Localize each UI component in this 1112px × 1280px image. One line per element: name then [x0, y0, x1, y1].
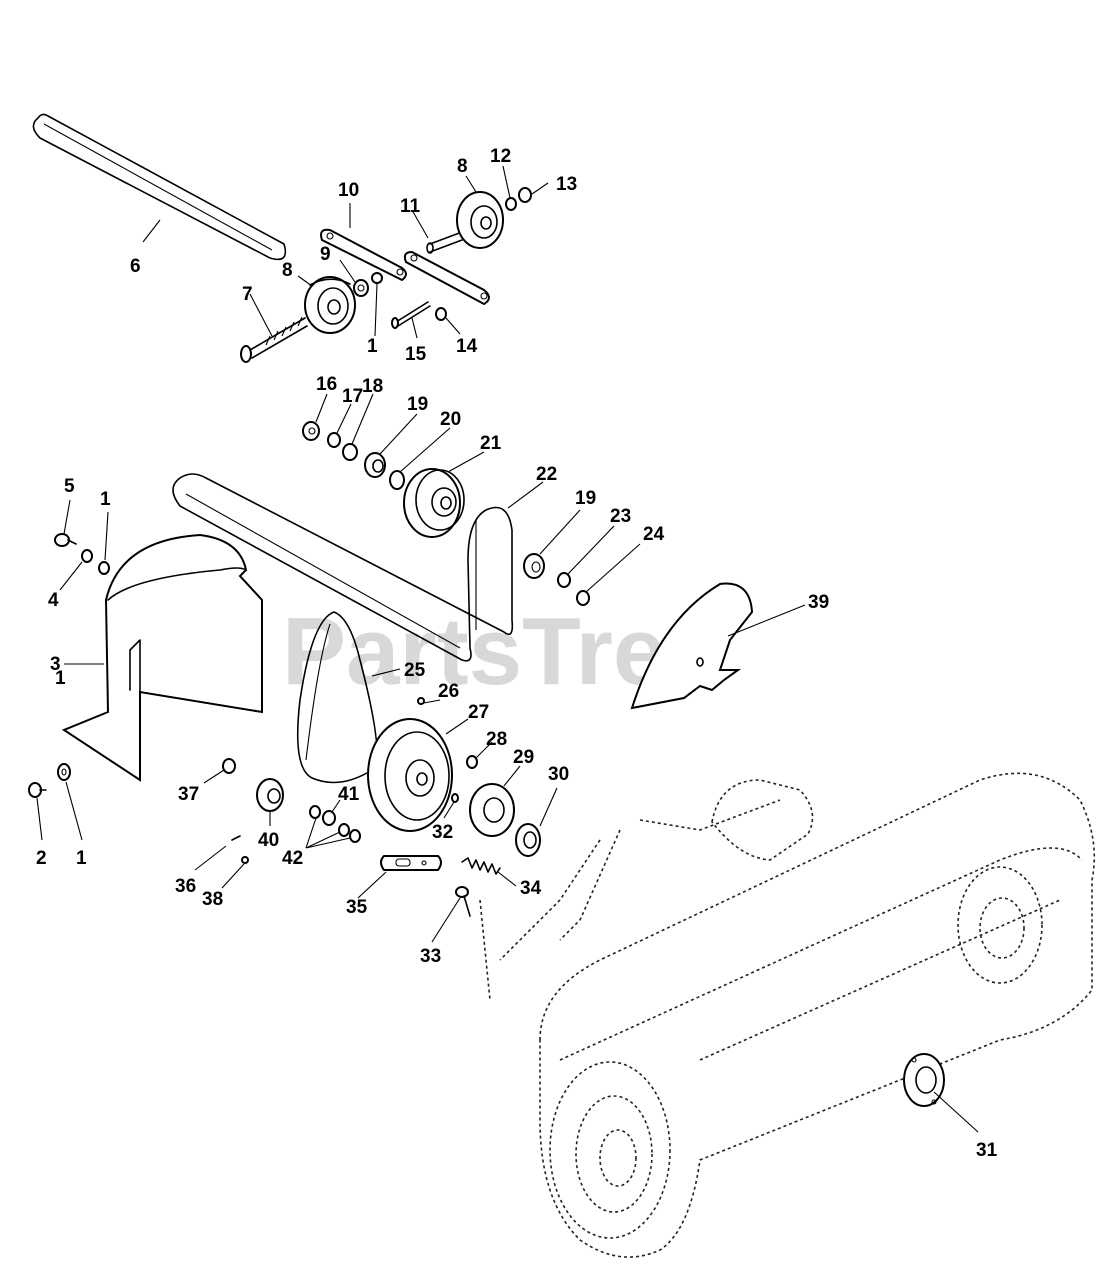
callout-39: 39 [808, 592, 829, 613]
belt-guard-3 [61, 533, 263, 782]
callout-23: 23 [610, 506, 631, 527]
bearing-flange-31 [903, 1053, 945, 1107]
callout-17: 17 [342, 386, 363, 407]
bearing-30 [515, 823, 541, 857]
fastener-41 [322, 810, 336, 826]
callout-2: 2 [36, 848, 47, 869]
callout-1b: 1 [367, 336, 378, 357]
washer-9 [353, 279, 369, 297]
pulley-27 [367, 718, 453, 832]
pulley-40 [256, 778, 284, 812]
washer-1-left [98, 561, 110, 575]
callout-8-right: 8 [457, 156, 468, 177]
callout-1d: 1 [76, 848, 87, 869]
auger-housing [479, 772, 1096, 1258]
callout-19-top: 19 [407, 394, 428, 415]
callout-18: 18 [362, 376, 383, 397]
ring-17 [327, 432, 341, 448]
screw-5 [54, 533, 77, 547]
callout-32: 32 [432, 822, 453, 843]
belt-25 [296, 611, 378, 784]
callout-28: 28 [486, 729, 507, 750]
washer-4 [81, 549, 93, 563]
washer-16 [302, 421, 320, 441]
flange-29 [469, 783, 515, 837]
washer-18 [342, 443, 358, 461]
callout-8-left: 8 [282, 260, 293, 281]
pulley-8-left [304, 276, 356, 334]
callout-33: 33 [420, 946, 441, 967]
pin-36 [231, 835, 241, 841]
callout-5: 5 [64, 476, 75, 497]
callout-41: 41 [338, 784, 360, 805]
callout-15: 15 [405, 344, 427, 365]
nut-37 [222, 758, 236, 774]
callout-14: 14 [456, 336, 478, 357]
arm-11 [403, 231, 490, 306]
callout-20: 20 [440, 409, 461, 430]
callout-35: 35 [346, 897, 368, 918]
callout-34: 34 [520, 878, 542, 899]
nut-28 [466, 755, 478, 769]
nut-1-top [371, 272, 383, 284]
callout-40: 40 [258, 830, 279, 851]
shield-39 [630, 582, 754, 710]
callout-24: 24 [643, 524, 665, 545]
callout-22: 22 [536, 464, 557, 485]
pin-32 [451, 793, 459, 803]
washers-42 [309, 805, 361, 843]
link-10 [320, 228, 407, 282]
washer-23 [557, 572, 571, 588]
callout-11: 11 [400, 196, 421, 217]
callout-29: 29 [513, 747, 534, 768]
pulley-8-right [456, 191, 504, 249]
callout-37: 37 [178, 784, 199, 805]
spacer-20 [389, 470, 405, 490]
callout-7: 7 [242, 284, 253, 305]
plate-35 [380, 855, 442, 871]
callout-12: 12 [490, 146, 511, 167]
callout-36: 36 [175, 876, 196, 897]
callout-26: 26 [438, 681, 459, 702]
callout-10: 10 [338, 180, 359, 201]
callout-labels: 1 1 1 1 2 3 4 5 6 7 8 8 9 10 11 12 13 14… [36, 146, 998, 1161]
bearing-19-top [364, 452, 386, 478]
key-26 [417, 697, 425, 705]
bolt-33 [455, 886, 471, 917]
callout-4: 4 [48, 590, 59, 611]
nut-13 [518, 187, 532, 203]
callout-25: 25 [404, 660, 426, 681]
bolt-7 [240, 316, 308, 363]
washer-1-bottom [57, 763, 71, 781]
washer-12 [505, 197, 517, 211]
pulley-21 [403, 468, 465, 538]
callout-3: 3 [50, 654, 61, 675]
setscrew-14 [435, 307, 447, 321]
callout-27: 27 [468, 702, 489, 723]
callout-9: 9 [320, 244, 331, 265]
pin-15 [391, 301, 431, 329]
callout-31: 31 [976, 1140, 998, 1161]
callout-21: 21 [480, 433, 502, 454]
screw-2 [28, 782, 47, 798]
ring-24 [576, 590, 590, 606]
callout-16: 16 [316, 374, 337, 395]
callout-6: 6 [130, 256, 141, 277]
callout-1a: 1 [100, 489, 111, 510]
washer-38 [241, 856, 249, 864]
callout-30: 30 [548, 764, 569, 785]
callout-42: 42 [282, 848, 303, 869]
callout-1c: 1 [55, 668, 66, 689]
callout-38: 38 [202, 889, 223, 910]
belt-6 [32, 113, 287, 261]
spring-34 [461, 857, 501, 875]
callout-19-right: 19 [575, 488, 596, 509]
bearing-19-right [523, 553, 545, 579]
belt-22 [172, 473, 514, 662]
callout-13: 13 [556, 174, 577, 195]
leader-lines [36, 165, 979, 1133]
